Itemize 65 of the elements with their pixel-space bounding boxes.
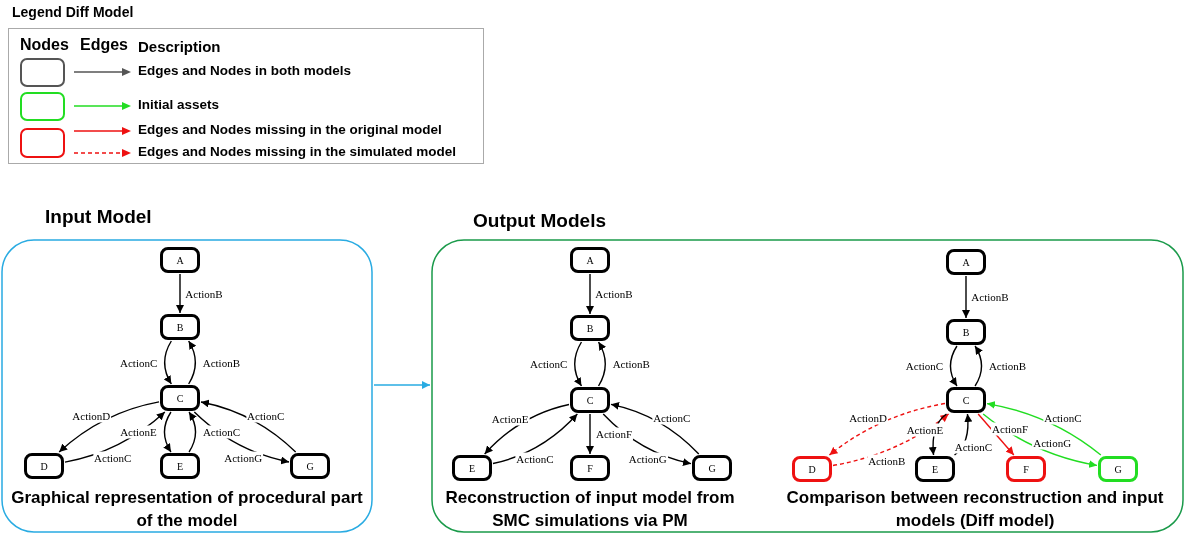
arrow (492, 413, 579, 465)
edge-label: ActionG (627, 452, 668, 466)
state-node: A (570, 247, 610, 273)
state-node: G (1098, 456, 1138, 482)
arrow (163, 411, 172, 453)
arrow (188, 340, 197, 385)
arrow (828, 402, 946, 456)
legend-title: Legend Diff Model (12, 4, 134, 20)
state-node: B (160, 314, 200, 340)
state-node: E (915, 456, 955, 482)
arrow (586, 273, 594, 315)
arrow (176, 273, 184, 314)
column-header: Description (138, 38, 221, 55)
state-node: A (160, 247, 200, 273)
column-header: Nodes (20, 36, 69, 54)
arrow (586, 413, 594, 455)
state-node: C (570, 387, 610, 413)
state-node: C (946, 387, 986, 413)
arrow (188, 411, 197, 453)
arrow (986, 401, 1102, 456)
panel-heading: Output Models (473, 210, 606, 232)
edge-label: ActionC (515, 452, 555, 466)
arrow (949, 345, 958, 387)
state-node: F (570, 455, 610, 481)
legend-text: Initial assets (138, 97, 220, 112)
edge-label: ActionE (905, 423, 945, 437)
state-node: F (1006, 456, 1046, 482)
state-node: E (452, 455, 492, 481)
edge-label: ActionF (991, 422, 1030, 436)
state-node: B (946, 319, 986, 345)
arrow (974, 345, 983, 387)
edge-label: ActionC (93, 451, 133, 465)
panel-heading: Input Model (45, 206, 152, 228)
arrow (163, 340, 172, 385)
state-node: D (792, 456, 832, 482)
arrow (373, 381, 431, 389)
state-node: G (692, 455, 732, 481)
edge-label: ActionB (867, 454, 907, 468)
arrow (574, 341, 583, 387)
arrow (977, 413, 1015, 456)
column-header: Edges (80, 36, 128, 54)
edge-label: ActionG (223, 451, 264, 465)
arrow (58, 401, 160, 453)
state-node: C (160, 385, 200, 411)
arrow (962, 275, 970, 319)
state-node: E (160, 453, 200, 479)
state-node: A (946, 249, 986, 275)
arrow (610, 402, 700, 455)
state-node: B (570, 315, 610, 341)
panel-caption: Reconstruction of input model from SMC simulations via PM (444, 487, 736, 532)
edge-label: ActionC (652, 412, 692, 425)
panel-caption: Graphical representation of procedural part of the model (10, 487, 364, 532)
legend-text: Edges and Nodes missing in the simulated model (138, 144, 457, 159)
legend-text: Edges and Nodes in both models (138, 63, 352, 78)
state-node: G (290, 453, 330, 479)
arrow (200, 399, 297, 453)
edge-label: ActionC (953, 440, 994, 454)
arrow (832, 413, 950, 467)
panel-caption: Comparison between reconstruction and input models (Diff model) (785, 487, 1165, 532)
arrow (597, 341, 606, 387)
edge-label: ActionF (594, 427, 634, 441)
edge-label: ActionE (119, 425, 158, 439)
edge-label: ActionC (201, 425, 242, 439)
legend-text: Edges and Nodes missing in the original model (138, 122, 442, 137)
state-node: D (24, 453, 64, 479)
